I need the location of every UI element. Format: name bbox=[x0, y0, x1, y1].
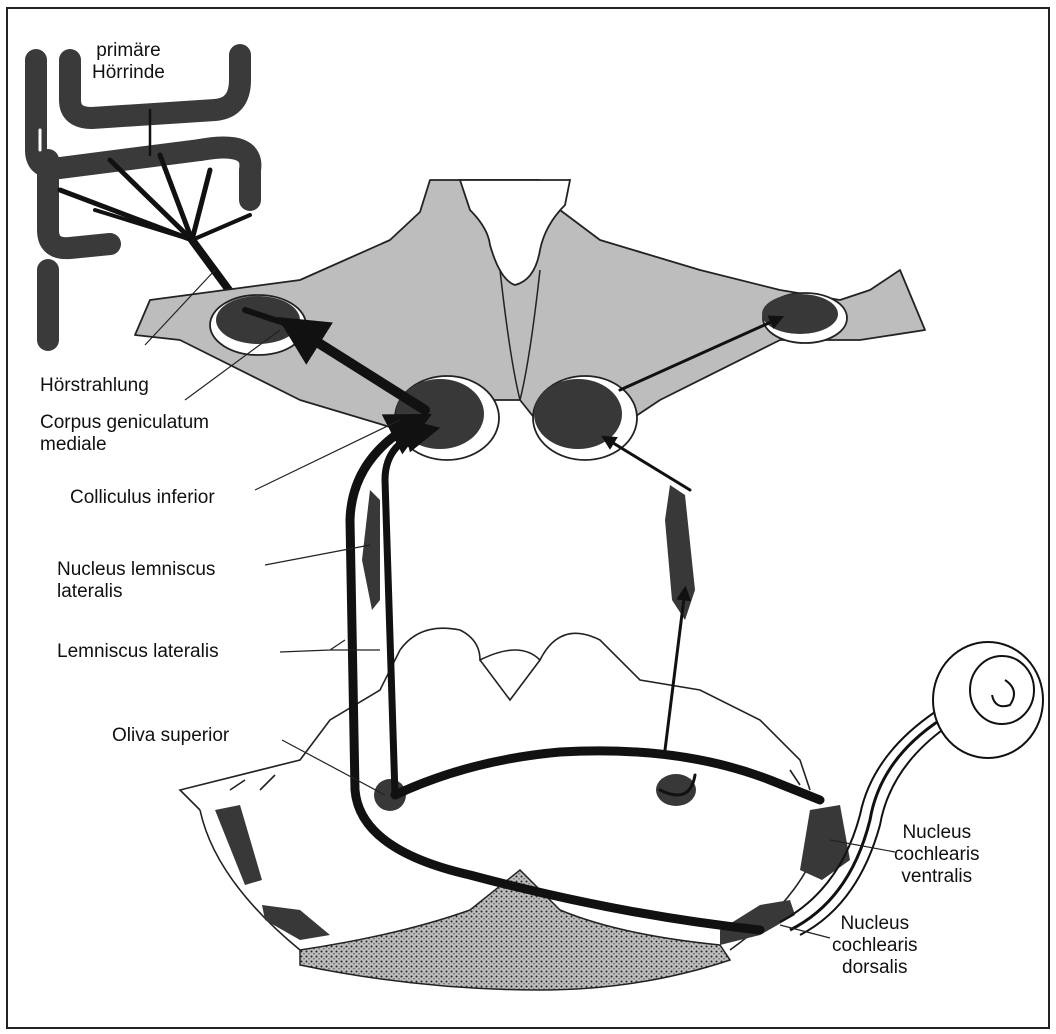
label-cdn-line2: cochlearis bbox=[832, 935, 918, 957]
label-radiation-text: Hörstrahlung bbox=[40, 375, 149, 397]
label-oliva-superior: Oliva superior bbox=[112, 725, 229, 747]
label-cortex-line2: Hörrinde bbox=[92, 62, 165, 84]
label-nucleus-lemniscus-lateralis: Nucleus lemniscus lateralis bbox=[57, 559, 215, 603]
label-oliva-text: Oliva superior bbox=[112, 725, 229, 747]
cochlea bbox=[933, 642, 1043, 758]
label-cvn-line1: Nucleus bbox=[894, 822, 980, 844]
corpus-geniculatum-right bbox=[762, 293, 847, 343]
label-cortex-line1: primäre bbox=[92, 40, 165, 62]
left-lower-nuclei bbox=[215, 805, 330, 940]
colliculus-inferior-left bbox=[395, 376, 499, 460]
nucleus-lemniscus-lateralis bbox=[362, 485, 695, 620]
label-mgb-line2: mediale bbox=[40, 434, 209, 456]
label-ll-text: Lemniscus lateralis bbox=[57, 641, 219, 663]
label-nll-line2: lateralis bbox=[57, 581, 215, 603]
label-nucleus-cochlearis-ventralis: Nucleus cochlearis ventralis bbox=[894, 822, 980, 888]
label-nucleus-cochlearis-dorsalis: Nucleus cochlearis dorsalis bbox=[832, 913, 918, 979]
label-colliculus-text: Colliculus inferior bbox=[70, 487, 215, 509]
label-cdn-line3: dorsalis bbox=[832, 957, 918, 979]
label-cvn-line3: ventralis bbox=[894, 866, 980, 888]
brainstem-outline bbox=[180, 628, 810, 810]
label-lemniscus-lateralis: Lemniscus lateralis bbox=[57, 641, 219, 663]
label-cdn-line1: Nucleus bbox=[832, 913, 918, 935]
label-nll-line1: Nucleus lemniscus bbox=[57, 559, 215, 581]
label-colliculus-inferior: Colliculus inferior bbox=[70, 487, 215, 509]
label-primary-auditory-cortex: primäre Hörrinde bbox=[92, 40, 165, 84]
label-mgb-line1: Corpus geniculatum bbox=[40, 412, 209, 434]
label-medial-geniculate: Corpus geniculatum mediale bbox=[40, 412, 209, 456]
label-auditory-radiation: Hörstrahlung bbox=[40, 375, 149, 397]
label-cvn-line2: cochlearis bbox=[894, 844, 980, 866]
